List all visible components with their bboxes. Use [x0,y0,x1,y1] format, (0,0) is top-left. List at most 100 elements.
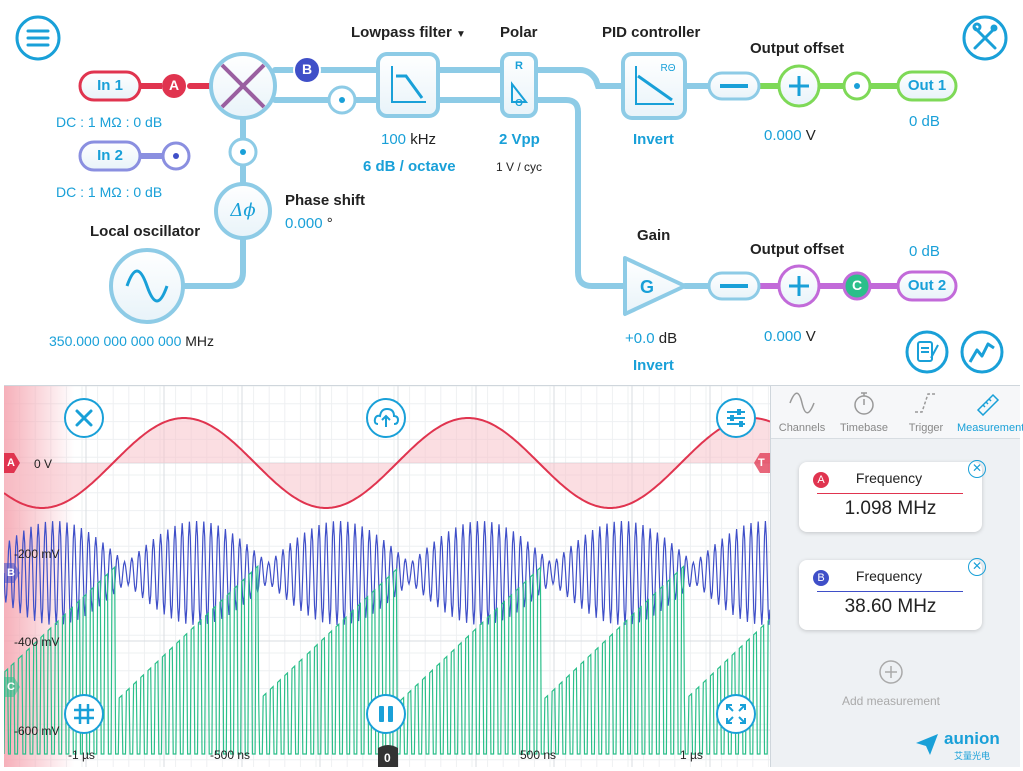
lowpass-cutoff[interactable]: 100 kHz [381,131,437,148]
lowpass-filter-title[interactable]: Lowpass filter ▼ [351,24,466,41]
in2-dot-node[interactable] [161,141,191,171]
tab-measurement[interactable]: Measurement [957,390,1023,436]
paper-plane-icon [916,734,938,755]
tab-timebase[interactable]: Timebase [833,390,895,436]
pid-controller-title: PID controller [602,24,701,41]
output-offset-1-value[interactable]: 0.000 V [764,127,816,144]
measurement-card-a[interactable]: A Frequency 1.098 MHz [799,462,982,532]
pid-mode[interactable]: Invert [633,131,674,148]
out2-label: Out 2 [907,277,947,294]
channel-a-marker-label: A [7,457,15,469]
channel-c-trace [4,564,770,755]
out2-offset-node[interactable] [777,264,821,308]
add-measurement-label: Add measurement [841,694,941,708]
scope-fullscreen-button[interactable] [716,694,756,734]
lowpass-filter-node[interactable] [376,52,440,118]
add-measurement-button[interactable]: Add measurement [811,659,971,709]
channel-c-marker[interactable] [4,677,20,697]
phase-shift-node[interactable] [214,182,272,240]
channel-a-badge-label: A [168,77,180,93]
in1-setting[interactable]: DC : 1 MΩ : 0 dB [56,114,163,130]
out2-pill[interactable] [896,270,958,302]
grid-icon [74,704,94,724]
notes-icon [917,341,939,362]
phase-shift-value[interactable]: 0.000 ° [285,215,333,232]
tab-channels[interactable]: Channels [771,390,833,436]
probe-dot-node[interactable] [327,85,357,115]
menu-button[interactable] [15,15,61,61]
out2-minus-node[interactable] [707,271,761,301]
tools-button[interactable] [962,15,1008,61]
polar-value[interactable]: 2 Vpp [499,131,540,148]
measurement-panel: Channels Timebase Trigger Measurement A … [770,385,1023,767]
polar-sub: 1 V / cyc [496,160,543,174]
tools-icon [972,22,998,50]
ruler-icon [976,393,1000,417]
measurement-card-b[interactable]: B Frequency 38.60 MHz [799,560,982,630]
out1-dot-node[interactable] [842,71,872,101]
y-label-0: 0 V [34,457,53,471]
triangle-down-icon: ▼ [456,29,466,40]
polar-theta-symbol: Θ [515,98,523,109]
sine-icon [125,269,169,303]
local-oscillator-title: Local oscillator [90,223,201,240]
out2-gain[interactable]: 0 dB [909,243,940,260]
channel-b-badge-label: B [301,61,313,77]
x-label-0: -1 µs [68,748,95,762]
trend-button[interactable] [960,330,1004,374]
scope-upload-button[interactable] [366,398,406,438]
polar-title: Polar [500,24,538,41]
close-icon [75,409,93,427]
measurement-a-value: 1.098 MHz [844,498,937,519]
channel-a-fill [4,418,770,508]
y-label-2: -400 mV [14,635,60,649]
oscilloscope-view[interactable]: A B C T 0 0 V -200 mV -400 mV -600 mV -1… [4,385,770,767]
cloud-upload-icon [373,407,400,427]
scope-plot[interactable] [4,386,770,767]
out1-gain[interactable]: 0 dB [909,113,940,130]
stopwatch-icon [854,392,874,415]
channel-c-badge [842,271,872,301]
lo-frequency[interactable]: 350.000 000 000 000 MHz [49,333,215,349]
out1-label: Out 1 [907,77,947,94]
polar-r-symbol: R [515,60,523,72]
scope-grid-button[interactable] [64,694,104,734]
gain-mode[interactable]: Invert [633,357,674,374]
measurement-b-value: 38.60 MHz [844,596,937,617]
sliders-icon [727,409,745,427]
measurement-a-name: Frequency [855,470,923,486]
out1-offset-node[interactable] [777,64,821,108]
gain-node[interactable] [623,256,687,316]
tab-trigger[interactable]: Trigger [895,390,957,436]
output-offset-2-value[interactable]: 0.000 V [764,328,816,345]
sine-icon [789,392,815,414]
polar-node[interactable] [500,52,538,118]
brand-watermark: aunion 艾量光电 [914,729,1018,763]
notes-button[interactable] [905,330,949,374]
lo-dot-node[interactable] [228,137,258,167]
pid-r-symbol: RΘ [660,63,676,74]
trigger-marker[interactable] [754,453,770,473]
scope-settings-button[interactable] [716,398,756,438]
gain-value[interactable]: +0.0 dB [625,330,678,347]
channel-a-marker[interactable] [4,453,20,473]
measurement-a-underline [817,493,963,494]
remove-measurement-b-button[interactable]: ✕ [968,558,986,576]
pid-controller-node[interactable] [621,52,687,120]
remove-measurement-a-button[interactable]: ✕ [968,460,986,478]
channel-b-marker[interactable] [4,563,20,583]
lowpass-slope[interactable]: 6 dB / octave [363,158,456,175]
mixer-node[interactable] [209,52,277,120]
out1-pill[interactable] [896,70,958,102]
zero-time-marker[interactable] [378,745,398,767]
in2-setting[interactable]: DC : 1 MΩ : 0 dB [56,184,163,200]
scope-pause-button[interactable] [366,694,406,734]
out1-minus-node[interactable] [707,71,761,101]
scope-close-button[interactable] [64,398,104,438]
in2-pill[interactable] [78,140,142,172]
phase-shift-icon: Δϕ [230,200,256,221]
local-oscillator-node[interactable] [109,248,185,324]
output-offset-1-title: Output offset [750,40,845,57]
gain-symbol: G [639,277,654,297]
channel-b-marker-label: B [7,567,15,579]
